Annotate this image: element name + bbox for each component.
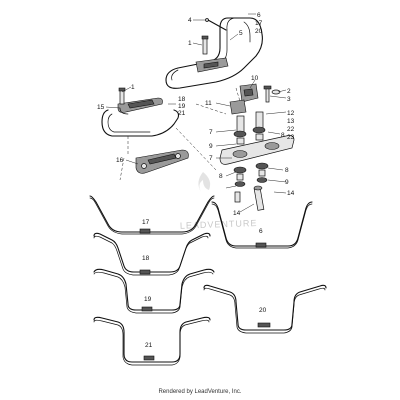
- label-3: 3: [287, 96, 291, 103]
- label-10: 10: [251, 75, 259, 82]
- label-5: 5: [239, 30, 243, 37]
- part-1-bolt-top: [201, 35, 209, 55]
- handlebar-17: 17: [89, 195, 215, 235]
- label-8-a: 8: [281, 132, 285, 139]
- label-23: 23: [287, 134, 295, 141]
- label-1-top: 1: [188, 40, 192, 47]
- handlebar-6: 6: [211, 201, 313, 249]
- bar-label-20: 20: [259, 307, 267, 314]
- bar-20-knurl: [257, 322, 271, 328]
- label-18: 18: [178, 96, 186, 103]
- top-handlebar: [165, 17, 263, 89]
- bar-19-knurl: [141, 306, 153, 312]
- label-4: 4: [188, 17, 192, 24]
- label-8-b: 8: [285, 167, 289, 174]
- label-11: 11: [205, 100, 212, 107]
- handlebar-21: 21: [93, 316, 211, 366]
- label-8-c: 8: [219, 173, 223, 180]
- label-12: 12: [287, 110, 295, 117]
- label-20: 20: [255, 28, 263, 35]
- bar-label-17: 17: [142, 219, 150, 226]
- bar-18-knurl: [139, 269, 151, 275]
- bar-label-19: 19: [144, 296, 152, 303]
- watermark: LEADVENTURE: [180, 172, 258, 231]
- label-7-a: 7: [209, 129, 213, 136]
- bar-6-knurl: [255, 242, 267, 248]
- bar-label-21: 21: [145, 342, 153, 349]
- bar-21-knurl: [143, 355, 155, 361]
- bar-17-knurl: [139, 228, 151, 234]
- watermark-text: LEADVENTURE: [180, 218, 258, 231]
- label-22: 22: [287, 126, 295, 133]
- mid-handlebar: [101, 97, 180, 137]
- label-1-left: 1: [131, 84, 135, 91]
- part-16-lower-clamp: [135, 149, 189, 174]
- label-9-a: 9: [209, 143, 213, 150]
- handlebar-19: 19: [93, 268, 215, 314]
- label-15: 15: [97, 104, 105, 111]
- riser-assembly: [219, 83, 295, 211]
- label-2: 2: [287, 88, 291, 95]
- flame-logo: [198, 172, 211, 192]
- label-7-b: 7: [209, 155, 213, 162]
- label-14-left: 14: [233, 210, 241, 217]
- handlebar-20: 20: [203, 284, 327, 334]
- label-16: 16: [116, 157, 124, 164]
- handlebar-18: 18: [93, 232, 211, 276]
- bar-label-6: 6: [259, 228, 263, 235]
- footer-credit: Rendered by LeadVenture, Inc.: [158, 389, 242, 395]
- callout-labels: 4 6 17 20 5 1 1 15 18 19 21 10 2 3 11 12…: [97, 12, 295, 217]
- bar-label-18: 18: [142, 255, 150, 262]
- leader-lines: [105, 13, 287, 213]
- label-13: 13: [287, 118, 295, 125]
- label-19: 19: [178, 103, 186, 110]
- label-6: 6: [257, 12, 261, 19]
- dashed-guide-left: [119, 87, 243, 181]
- label-21: 21: [178, 110, 186, 117]
- label-14-right: 14: [287, 190, 295, 197]
- label-17: 17: [255, 20, 263, 27]
- label-9-b: 9: [285, 179, 289, 186]
- part-1-bolt-left: [118, 87, 126, 105]
